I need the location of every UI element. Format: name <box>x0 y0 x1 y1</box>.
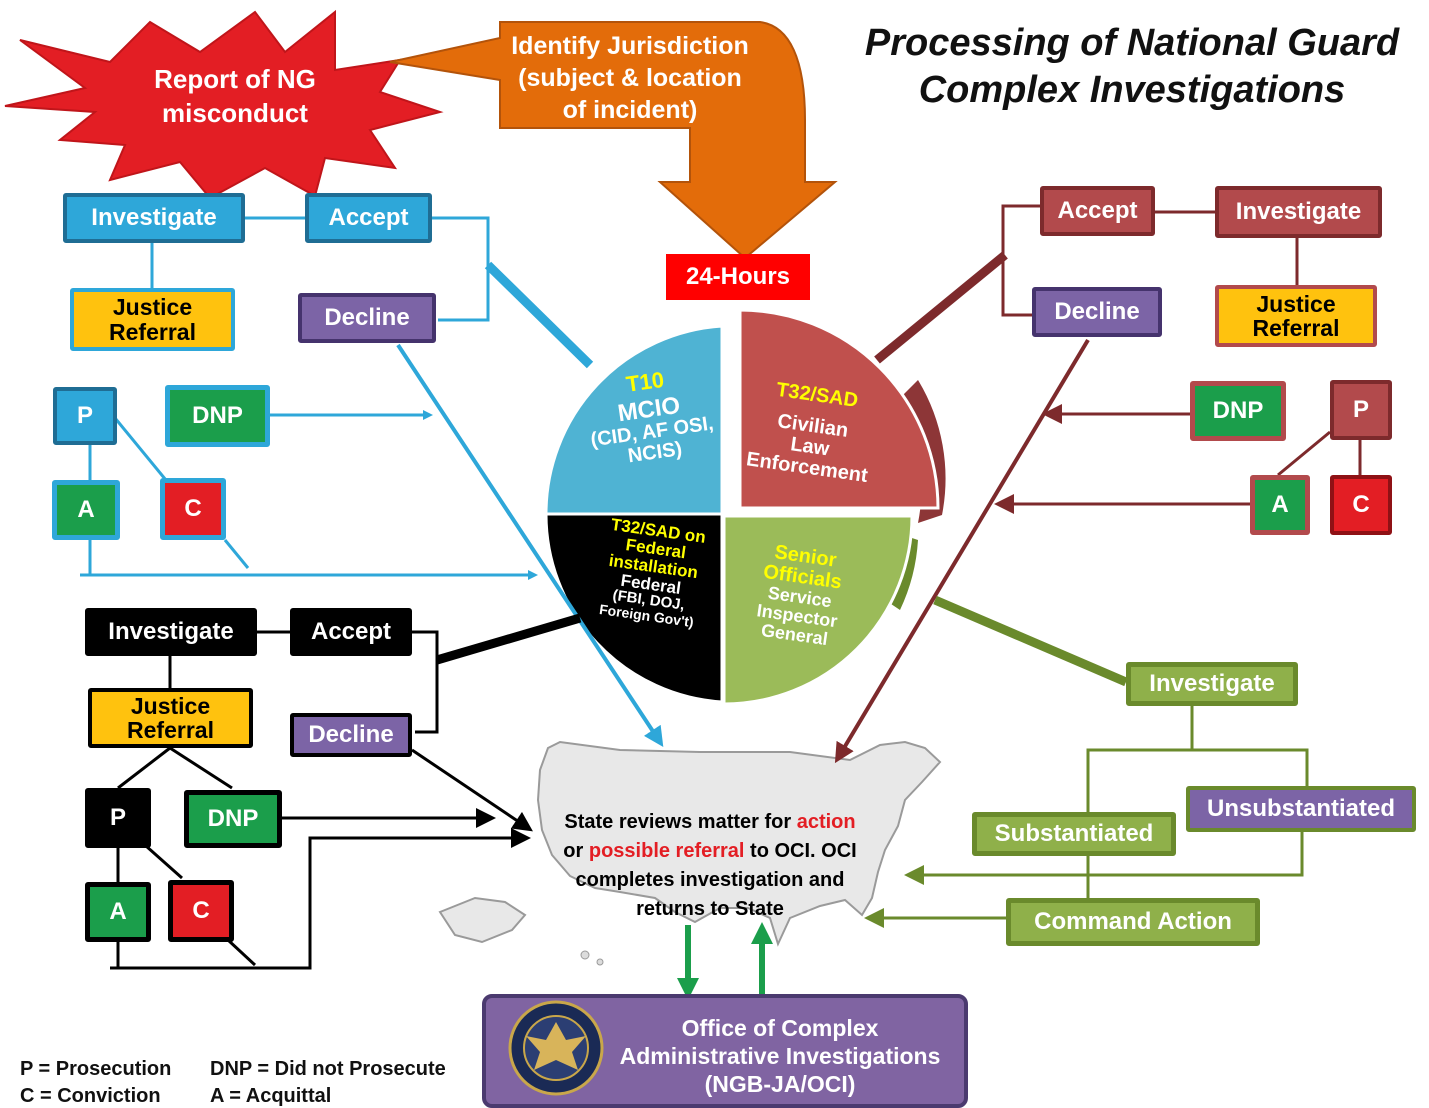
pie-label-t10: T10 MCIO (CID, AF OSI, NCIS) <box>579 361 721 472</box>
box-line: Justice <box>1256 290 1336 317</box>
green-command-action-box: Command Action <box>1006 898 1260 946</box>
oci-line: Office of Complex <box>681 1015 879 1041</box>
oci-line: Administrative Investigations <box>619 1043 941 1069</box>
olive-pie-link <box>933 595 1128 687</box>
state-text-span: to OCI. OCI <box>744 840 857 862</box>
black-investigate-box: Investigate <box>85 608 257 656</box>
black-accept-pie-link <box>435 613 582 665</box>
red-accept-pie-link <box>874 251 1008 364</box>
misconduct-starburst <box>4 9 444 200</box>
black-a-box: A <box>85 882 151 942</box>
pie-label-federal: T32/SAD on Federal installation Federal … <box>584 514 722 632</box>
oci-label: Office of Complex Administrative Investi… <box>600 1014 960 1098</box>
black-c-box: C <box>168 880 234 942</box>
state-line: returns to State <box>636 898 784 920</box>
black-decline-box: Decline <box>290 713 412 757</box>
page-title: Processing of National Guard Complex Inv… <box>842 20 1422 114</box>
state-review-text: State reviews matter for action or possi… <box>545 808 875 924</box>
blue-dnp-box: DNP <box>165 385 270 447</box>
jurisdiction-line: (subject & location <box>518 64 742 92</box>
box-line: Referral <box>127 717 214 743</box>
black-dnp-box: DNP <box>184 790 282 848</box>
red-justice-referral-box: Justice Referral <box>1215 285 1377 347</box>
blue-investigate-box: Investigate <box>63 193 245 243</box>
alaska-outline <box>438 896 527 944</box>
oci-line: (NGB-JA/OCI) <box>704 1071 856 1097</box>
pie-slice-senior <box>722 514 914 706</box>
red-dnp-box: DNP <box>1190 381 1286 441</box>
blue-decline-box: Decline <box>298 293 436 343</box>
red-accept-box: Accept <box>1040 186 1155 236</box>
black-connectors <box>110 630 533 970</box>
hawaii-dot <box>596 958 604 966</box>
state-line: State reviews matter for action <box>545 808 875 837</box>
jurisdiction-line: Identify Jurisdiction <box>511 32 749 60</box>
blue-a-box: A <box>52 480 120 540</box>
jurisdiction-label: Identify Jurisdiction (subject & locatio… <box>500 30 760 126</box>
black-p-box: P <box>85 788 151 848</box>
blue-accept-box: Accept <box>305 193 432 243</box>
legend-a: A = Acquittal <box>210 1085 332 1107</box>
box-line: Referral <box>1252 315 1340 341</box>
green-investigate-box: Investigate <box>1126 662 1298 706</box>
oci-box-bg <box>482 994 968 1108</box>
state-line: completes investigation and <box>575 869 845 891</box>
jurisdiction-line: of incident) <box>562 96 698 124</box>
pie-label-t32: T32/SAD Civilian Law Enforcement <box>736 376 888 489</box>
blue-connectors <box>80 216 538 580</box>
ngb-seal-icon <box>508 1000 604 1096</box>
legend-dnp: DNP = Did not Prosecute <box>210 1058 446 1080</box>
red-connectors <box>994 204 1362 514</box>
misconduct-line: misconduct <box>162 98 308 128</box>
black-accept-box: Accept <box>290 608 412 656</box>
title-line: Processing of National Guard <box>864 22 1400 64</box>
usa-map <box>536 740 942 947</box>
state-referral-highlight: possible referral <box>588 840 745 862</box>
title-line: Complex Investigations <box>918 69 1346 111</box>
blue-p-box: P <box>53 387 117 445</box>
olive-connectors <box>864 706 1309 928</box>
red-c-box: C <box>1330 475 1392 535</box>
box-line: Justice <box>130 692 211 719</box>
pie-label-senior: Senior Officials Service Inspector Gener… <box>739 539 862 652</box>
red-investigate-box: Investigate <box>1215 186 1382 238</box>
state-text-span: State reviews matter for <box>564 811 797 833</box>
green-substantiated-box: Substantiated <box>972 812 1176 856</box>
legend-p: P = Prosecution <box>20 1058 172 1080</box>
hawaii-dot <box>580 950 590 960</box>
blue-accept-pie-link <box>484 261 594 369</box>
green-unsubstantiated-box: Unsubstantiated <box>1186 786 1416 832</box>
state-action-highlight: action <box>796 811 856 833</box>
red-decline-arrow <box>834 338 1090 764</box>
red-decline-box: Decline <box>1032 287 1162 337</box>
blue-c-box: C <box>160 478 226 540</box>
red-a-box: A <box>1250 475 1310 535</box>
pie-slice-t10 <box>544 324 724 516</box>
blue-justice-referral-box: Justice Referral <box>70 288 235 351</box>
blue-decline-arrow <box>396 343 664 748</box>
misconduct-line: Report of NG <box>154 64 316 94</box>
state-line: or possible referral to OCI. OCI <box>545 837 875 866</box>
hours-badge: 24-Hours <box>666 254 810 300</box>
black-justice-referral-box: Justice Referral <box>88 688 253 748</box>
jurisdiction-arrow <box>389 21 838 260</box>
pie-slice-t32 <box>738 308 940 510</box>
misconduct-label: Report of NG misconduct <box>120 62 350 130</box>
red-p-box: P <box>1330 380 1392 440</box>
box-line: Justice <box>112 294 193 321</box>
box-line: Referral <box>109 318 196 345</box>
state-text-span: or <box>563 840 589 862</box>
legend-c: C = Conviction <box>20 1085 161 1107</box>
